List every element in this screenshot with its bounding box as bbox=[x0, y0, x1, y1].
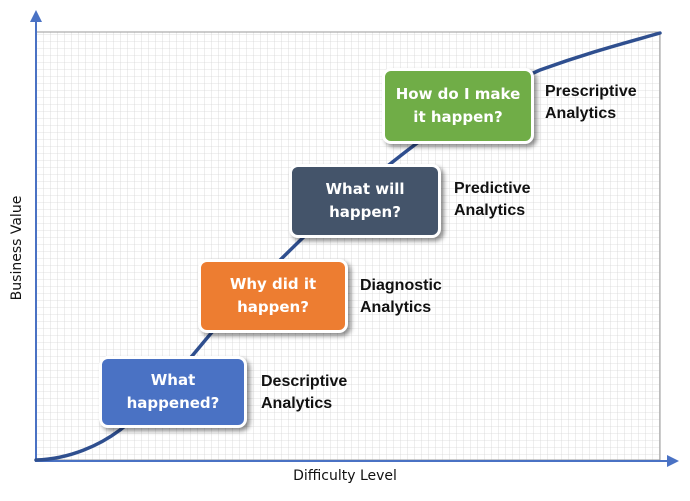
stage-2-label: Diagnostic Analytics bbox=[360, 277, 442, 316]
stage-1-label: Descriptive Analytics bbox=[261, 373, 348, 412]
stage-2-question-box: Why did it happen? bbox=[198, 259, 348, 333]
stage-4-label: Prescriptive Analytics bbox=[545, 83, 637, 122]
stage-1-question-box: What happened? bbox=[99, 356, 247, 428]
x-axis-title: Difficulty Level bbox=[293, 468, 397, 484]
x-axis-arrow-icon bbox=[667, 455, 679, 467]
y-axis-arrow-icon bbox=[30, 10, 42, 22]
stage-3-question-box: What will happen? bbox=[289, 164, 441, 238]
stage-3-label: Predictive Analytics bbox=[454, 180, 531, 219]
y-axis-title: Business Value bbox=[9, 195, 25, 301]
stage-4-question-box: How do I make it happen? bbox=[382, 68, 534, 144]
